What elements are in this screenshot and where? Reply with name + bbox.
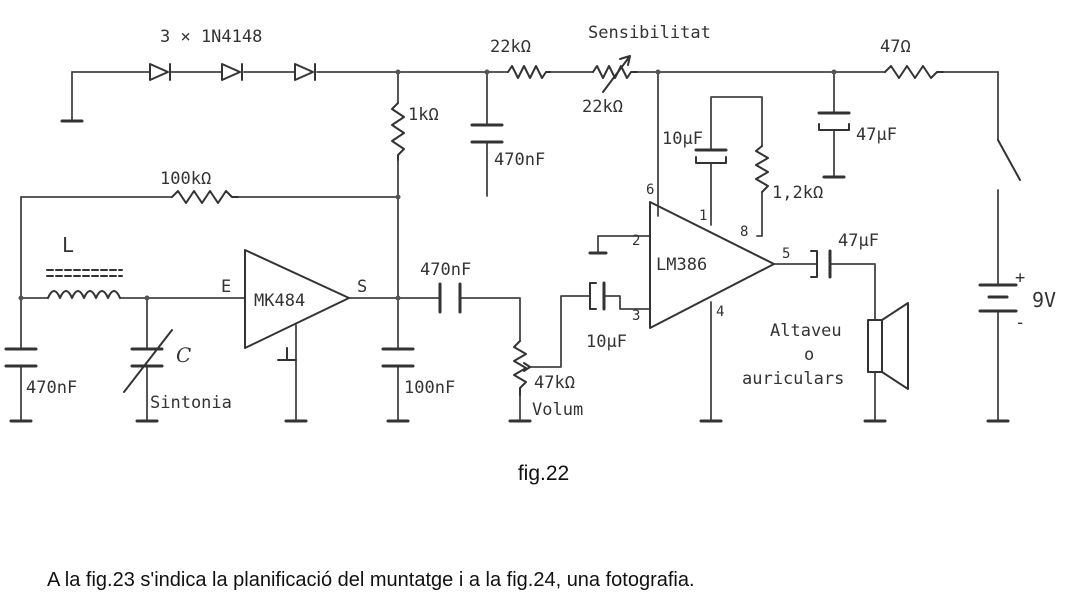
diode-string: [149, 63, 316, 81]
speaker-label-1: Altaveu: [770, 321, 842, 341]
variable-capacitor-sintonia: [123, 329, 173, 393]
pin-8-label: 8: [740, 224, 748, 240]
mk484-input-label: E: [221, 277, 231, 297]
mk484-ground-tick: [277, 347, 297, 361]
circuit-schematic: 3 × 1N4148 1kΩ 100kΩ 22kΩ Sensibilitat 2…: [4, 23, 1056, 423]
pin-2-label: 2: [632, 233, 640, 249]
c100n-label: 100nF: [404, 378, 455, 398]
speaker-label-3: auriculars: [742, 369, 844, 389]
pin-3-label: 3: [632, 308, 640, 324]
mk484-label: MK484: [254, 291, 305, 311]
pin-1-label: 1: [699, 208, 707, 224]
sens-label: Sensibilitat: [588, 23, 711, 43]
power-switch: [997, 139, 1021, 181]
r100k-label: 100kΩ: [160, 169, 211, 189]
capacitor-47uf-output: [810, 249, 832, 279]
c470n-left-label: 470nF: [26, 378, 77, 398]
lm386-ic: [649, 201, 775, 329]
potentiometer-volum: [513, 340, 531, 396]
inductor-l: [46, 269, 123, 299]
resistor-22k: [507, 65, 551, 79]
battery-minus-label: -: [1015, 313, 1025, 333]
pin-4-label: 4: [716, 304, 724, 320]
pot47k-label: 47kΩ: [534, 373, 575, 393]
resistor-100k: [171, 190, 239, 204]
speaker: [867, 302, 909, 390]
wires: [9, 71, 1010, 423]
battery-plus-label: +: [1015, 268, 1025, 288]
r1k2-label: 1,2kΩ: [772, 183, 823, 203]
tuning-label: Sintonia: [150, 393, 232, 413]
resistor-1k: [391, 102, 405, 161]
pot22k-label: 22kΩ: [582, 97, 623, 117]
capacitor-470nf-top: [470, 123, 504, 144]
capacitor-10uf-top: [694, 148, 728, 164]
diodes-label: 3 × 1N4148: [160, 27, 262, 47]
junctions: [18, 69, 837, 301]
c10u-input-label: 10μF: [586, 332, 627, 352]
lm386-label: LM386: [656, 255, 707, 275]
capacitor-470nf-left: [4, 347, 38, 368]
capacitor-470nf-coupling: [438, 282, 462, 314]
r22k-label: 22kΩ: [490, 37, 531, 57]
capacitor-47uf-top: [817, 111, 851, 131]
battery-9v: [978, 283, 1018, 313]
r47-label: 47Ω: [880, 37, 911, 57]
figure-caption: fig.22: [517, 462, 570, 485]
mk484-ic: [244, 249, 350, 349]
varcap-label: C: [176, 343, 191, 367]
speaker-label-2: o: [804, 345, 814, 365]
c10u-top-label: 10μF: [662, 129, 703, 149]
resistor-1k2: [755, 145, 769, 193]
figure-note: A la fig.23 s'indica la planificació del…: [47, 569, 695, 591]
battery-label: 9V: [1032, 288, 1056, 312]
r1k-label: 1kΩ: [408, 105, 439, 125]
resistor-47ohm: [884, 65, 944, 79]
pin-5-label: 5: [782, 246, 790, 262]
labels: 3 × 1N4148 1kΩ 100kΩ 22kΩ Sensibilitat 2…: [26, 23, 1056, 420]
c470n-top-label: 470nF: [494, 150, 545, 170]
mk484-output-label: S: [357, 277, 367, 297]
pin-6-label: 6: [646, 182, 654, 198]
volume-label: Volum: [532, 400, 583, 420]
inductor-label: L: [62, 233, 74, 257]
capacitor-100nf: [381, 347, 415, 368]
capacitor-10uf-input: [589, 281, 606, 311]
c470n-coupling-label: 470nF: [420, 260, 471, 280]
c47u-output-label: 47μF: [838, 231, 879, 251]
potentiometer-sensibilitat: [592, 55, 638, 93]
c47u-top-label: 47μF: [856, 125, 897, 145]
